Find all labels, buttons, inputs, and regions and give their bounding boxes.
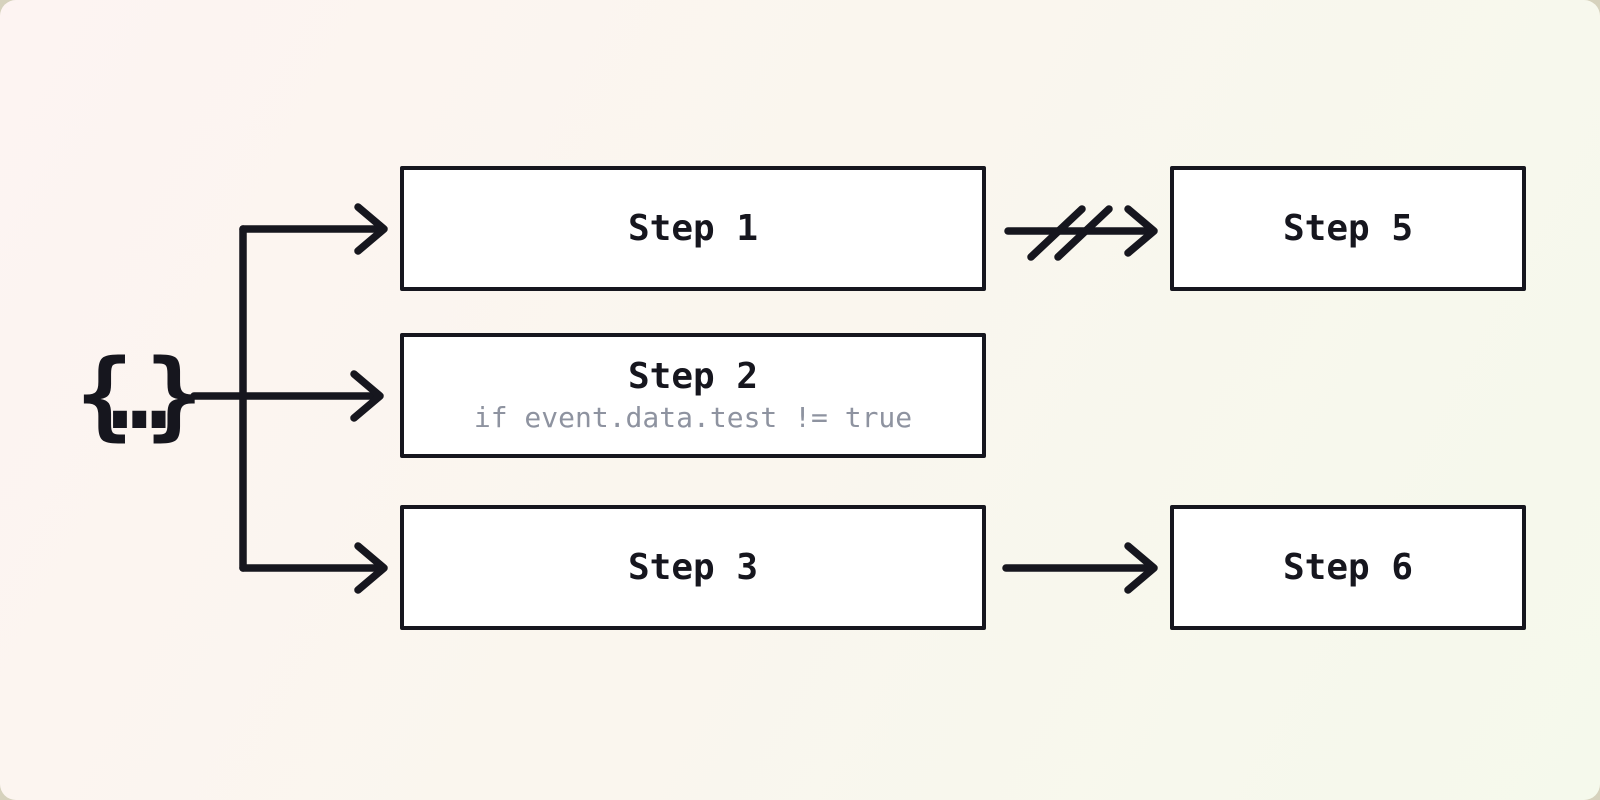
edge-trigger-step3-arrow xyxy=(239,542,388,594)
cancel-slash-icon xyxy=(1027,205,1086,261)
step-title: Step 1 xyxy=(627,207,759,249)
step-title: Step 6 xyxy=(1282,546,1414,588)
edge-trigger-step1-arrow xyxy=(239,203,388,255)
step-title: Step 2 xyxy=(627,355,759,397)
step-3-node[interactable]: Step 3 xyxy=(400,505,986,630)
trigger-braces-label: {…} xyxy=(75,339,203,451)
step-condition-label: if event.data.test != true xyxy=(473,400,913,434)
step-1-node[interactable]: Step 1 xyxy=(400,166,986,291)
step-2-node[interactable]: Step 2 if event.data.test != true xyxy=(400,333,986,458)
trigger-event-node[interactable]: {…} xyxy=(52,339,203,451)
edge-step1-step5-cancelled-arrow xyxy=(1004,205,1158,261)
step-5-node[interactable]: Step 5 xyxy=(1170,166,1526,291)
cancel-slash-icon xyxy=(1054,205,1113,261)
step-6-node[interactable]: Step 6 xyxy=(1170,505,1526,630)
step-title: Step 3 xyxy=(627,546,759,588)
step-title: Step 5 xyxy=(1282,207,1414,249)
edge-step3-step6-arrow xyxy=(1002,542,1158,594)
edge-trigger-step2-arrow xyxy=(190,370,384,422)
